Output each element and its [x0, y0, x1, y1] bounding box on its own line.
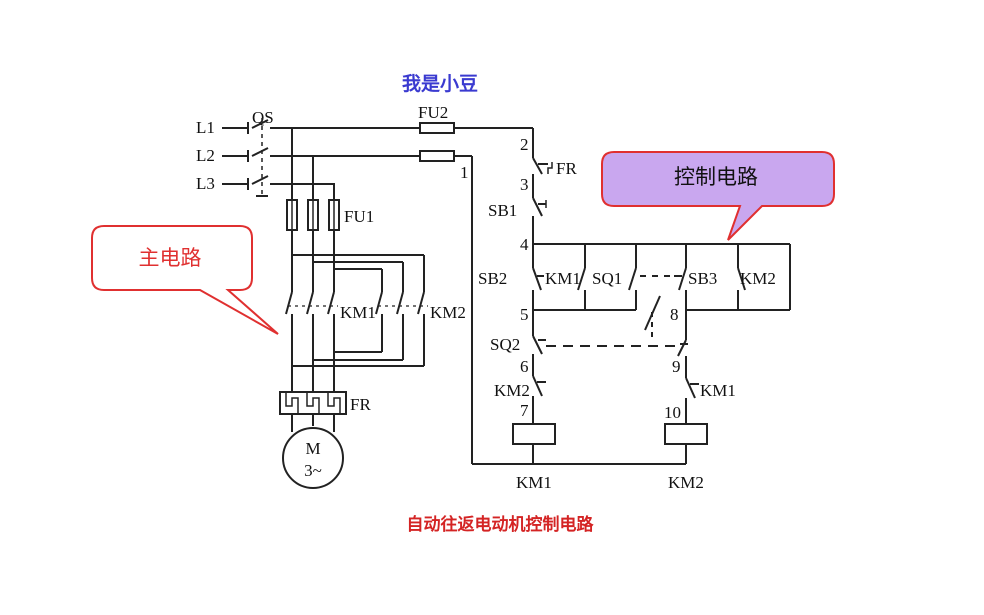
label-km2-coil: KM2: [668, 473, 704, 492]
label-sq2: SQ2: [490, 335, 520, 354]
label-km1-main: KM1: [340, 303, 376, 322]
label-km2-hold: KM2: [740, 269, 776, 288]
node-6: 6: [520, 357, 529, 376]
node-4: 4: [520, 235, 529, 254]
label-sb2: SB2: [478, 269, 507, 288]
diagram-caption: 自动往返电动机控制电路: [407, 514, 595, 535]
label-sq1: SQ1: [592, 269, 622, 288]
label-sb3: SB3: [688, 269, 717, 288]
label-fr-main: FR: [350, 395, 371, 414]
fr-thermal-relay: [279, 391, 347, 415]
label-qs: QS: [252, 108, 274, 127]
km1-coil: [512, 423, 556, 445]
node-3: 3: [520, 175, 529, 194]
label-fr-ctrl: FR: [556, 159, 577, 178]
sb2-forward-button: [532, 267, 544, 291]
km2-main-contacts: [375, 291, 428, 315]
label-l2: L2: [196, 146, 215, 165]
control-circuit-callout-text: 控制电路: [674, 165, 758, 189]
label-km2-main: KM2: [430, 303, 466, 322]
sb3-reverse-button: [674, 267, 687, 291]
fu1-fuses: [286, 199, 340, 231]
main-circuit-callout: 主电路: [91, 225, 279, 335]
node-9: 9: [672, 357, 681, 376]
km2-interlock-contact: [532, 375, 546, 397]
km1-hold-contact: [577, 267, 586, 291]
label-km2-interlock: KM2: [494, 381, 530, 400]
fu2-fuses: [419, 122, 455, 162]
main-circuit: L1 L2 L3 QS: [196, 108, 466, 489]
control-circuit-callout: 控制电路: [601, 151, 835, 241]
km1-main-contacts: [285, 291, 338, 315]
label-fu1: FU1: [344, 207, 374, 226]
label-l1: L1: [196, 118, 215, 137]
label-km1-hold: KM1: [545, 269, 581, 288]
motor-symbol: [282, 427, 344, 489]
node-1: 1: [460, 163, 469, 182]
label-km1-interlock: KM1: [700, 381, 736, 400]
sq1-contact: [628, 267, 637, 291]
supply-leads: [222, 122, 249, 190]
qs-switch: [251, 118, 269, 197]
node-7: 7: [520, 401, 529, 420]
sb1-stop-button: [532, 197, 547, 217]
control-circuit: FU2 1 2 FR 3 SB1 4: [418, 103, 791, 492]
label-sb1: SB1: [488, 201, 517, 220]
motor-label: M: [305, 439, 320, 458]
label-l3: L3: [196, 174, 215, 193]
label-km1-coil: KM1: [516, 473, 552, 492]
node-2: 2: [520, 135, 529, 154]
sq2-nc-contact: [532, 335, 546, 355]
node-8: 8: [670, 305, 679, 324]
motor-phase-label: 3~: [304, 461, 322, 480]
fr-nc-contact: [532, 157, 553, 175]
top-title: 我是小豆: [402, 73, 478, 95]
km1-interlock-contact: [685, 377, 699, 399]
main-circuit-callout-text: 主电路: [139, 246, 202, 270]
km2-coil: [664, 423, 708, 445]
label-fu2: FU2: [418, 103, 448, 122]
node-10: 10: [664, 403, 681, 422]
km2-hold-contact: [737, 267, 746, 291]
node-5: 5: [520, 305, 529, 324]
